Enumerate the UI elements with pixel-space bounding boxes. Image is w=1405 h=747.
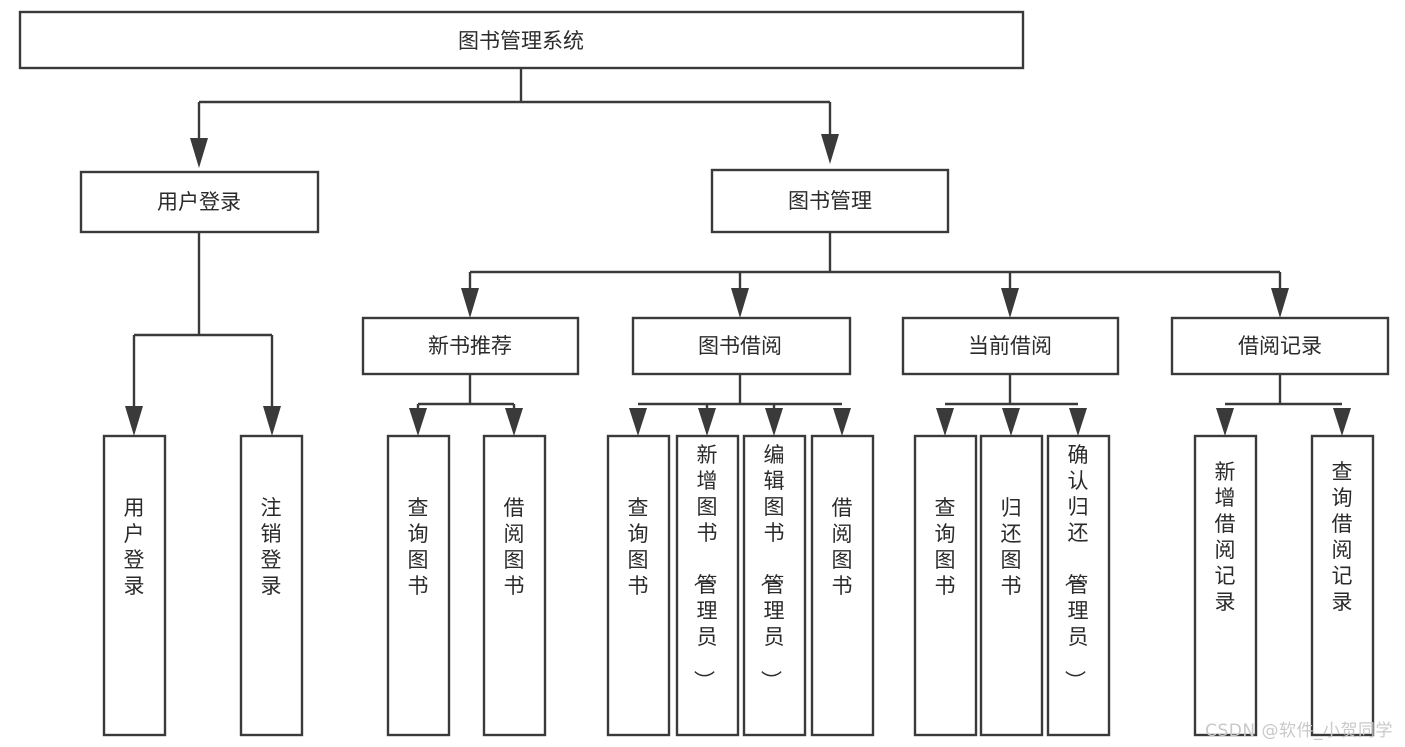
leaf-node[interactable]: 借阅图书 (810, 434, 875, 737)
node-book-manage[interactable]: 图书管理 (710, 168, 950, 234)
leaf-node[interactable]: 新增图书（管理员） (675, 434, 740, 737)
leaf-borrow-record-1-label: 查询借阅记录 (1332, 460, 1353, 614)
leaf-current-borrow-0-label: 查询图书 (935, 496, 956, 598)
arrowhead-new-book-rec (461, 288, 479, 318)
node-borrow-record-box[interactable] (1170, 316, 1390, 376)
leaf-node[interactable]: 新增借阅记录 (1193, 434, 1258, 737)
leaf-book-borrow-0-label: 查询图书 (628, 496, 649, 598)
arrowhead-book-manage (821, 134, 839, 164)
arrowhead-user-login (190, 138, 208, 168)
node-book-manage-box[interactable] (710, 168, 950, 234)
node-book-borrow[interactable]: 图书借阅 (631, 316, 852, 376)
leaf-node[interactable]: 注销登录 (239, 434, 304, 737)
leaf-current-borrow-2-box[interactable] (1046, 434, 1111, 737)
node-new-book-rec[interactable]: 新书推荐 (361, 316, 580, 376)
leaf-node[interactable]: 查询图书 (386, 434, 451, 737)
node-current-borrow-box[interactable] (901, 316, 1120, 376)
leaf-book-borrow-3-label: 借阅图书 (832, 496, 853, 598)
arrowhead-leaf-book-borrow-0 (629, 408, 647, 436)
leaf-book-borrow-2-label: 编辑图书（管理员） (759, 443, 785, 691)
leaf-node[interactable]: 编辑图书（管理员） (742, 434, 807, 737)
node-borrow-record[interactable]: 借阅记录 (1170, 316, 1390, 376)
leaf-current-borrow-2-label: 确认归还（管理员） (1063, 443, 1089, 691)
arrowhead-leaf-book-borrow-2 (765, 408, 783, 436)
node-new-book-rec-box[interactable] (361, 316, 580, 376)
node-book-borrow-box[interactable] (631, 316, 852, 376)
arrowhead-leaf-borrow-record-1 (1333, 408, 1351, 436)
node-root[interactable]: 图书管理系统 (18, 10, 1025, 70)
leaf-node[interactable]: 确认归还（管理员） (1046, 434, 1111, 737)
leaf-new-book-rec-1-box[interactable] (482, 434, 547, 737)
node-root-label: 图书管理系统 (458, 29, 584, 53)
arrowhead-leaf-new-book-1 (505, 408, 523, 436)
leaf-borrow-record-0-box[interactable] (1193, 434, 1258, 737)
arrowhead-leaf-current-borrow-1 (1002, 408, 1020, 436)
leaf-current-borrow-0-box[interactable] (913, 434, 978, 737)
arrowhead-leaf-current-borrow-0 (936, 408, 954, 436)
arrowhead-leaf-current-borrow-2 (1069, 408, 1087, 436)
node-user-login-box[interactable] (79, 170, 320, 234)
leaf-new-book-rec-0-box[interactable] (386, 434, 451, 737)
node-new-book-rec-label: 新书推荐 (428, 334, 512, 358)
arrowhead-leaf-user-login-1 (263, 406, 281, 436)
node-current-borrow-label: 当前借阅 (968, 334, 1052, 358)
leaf-node[interactable]: 用户登录 (102, 434, 167, 737)
leaf-new-book-rec-0-label: 查询图书 (408, 496, 429, 598)
leaf-current-borrow-1-label: 归还图书 (1001, 496, 1022, 598)
arrowhead-borrow-record (1271, 288, 1289, 318)
leaf-node[interactable]: 归还图书 (979, 434, 1044, 737)
arrowhead-current-borrow (1001, 288, 1019, 318)
arrowhead-leaf-borrow-record-0 (1216, 408, 1234, 436)
connector-layer (125, 68, 1351, 436)
leaf-node[interactable]: 查询借阅记录 (1310, 434, 1375, 737)
leaf-user-login-0-box[interactable] (102, 434, 167, 737)
arrowhead-leaf-user-login-0 (125, 406, 143, 436)
leaf-node[interactable]: 借阅图书 (482, 434, 547, 737)
csdn-watermark: CSDN @软件_小贺同学 (1205, 721, 1393, 741)
leaf-borrow-record-0-label: 新增借阅记录 (1215, 460, 1236, 614)
node-root-box[interactable] (18, 10, 1025, 70)
leaf-current-borrow-1-box[interactable] (979, 434, 1044, 737)
leaf-node[interactable]: 查询图书 (913, 434, 978, 737)
node-book-manage-label: 图书管理 (788, 189, 872, 213)
arrowhead-book-borrow (731, 288, 749, 318)
arrowhead-leaf-new-book-0 (409, 408, 427, 436)
leaf-book-borrow-0-box[interactable] (606, 434, 671, 737)
node-book-borrow-label: 图书借阅 (698, 334, 782, 358)
leaf-book-borrow-1-label: 新增图书（管理员） (692, 443, 718, 691)
leaf-user-login-1-box[interactable] (239, 434, 304, 737)
leaf-book-borrow-3-box[interactable] (810, 434, 875, 737)
arrowhead-leaf-book-borrow-3 (833, 408, 851, 436)
arrowhead-leaf-book-borrow-1 (698, 408, 716, 436)
node-borrow-record-label: 借阅记录 (1238, 334, 1322, 358)
node-user-login[interactable]: 用户登录 (79, 170, 320, 234)
leaf-book-borrow-2-box[interactable] (742, 434, 807, 737)
leaf-book-borrow-1-box[interactable] (675, 434, 740, 737)
leaf-borrow-record-1-box[interactable] (1310, 434, 1375, 737)
leaf-node[interactable]: 查询图书 (606, 434, 671, 737)
leaf-new-book-rec-1-label: 借阅图书 (504, 496, 525, 598)
node-user-login-label: 用户登录 (157, 190, 241, 214)
node-current-borrow[interactable]: 当前借阅 (901, 316, 1120, 376)
leaf-user-login-1-label: 注销登录 (261, 496, 282, 598)
leaf-user-login-0-label: 用户登录 (124, 496, 145, 598)
